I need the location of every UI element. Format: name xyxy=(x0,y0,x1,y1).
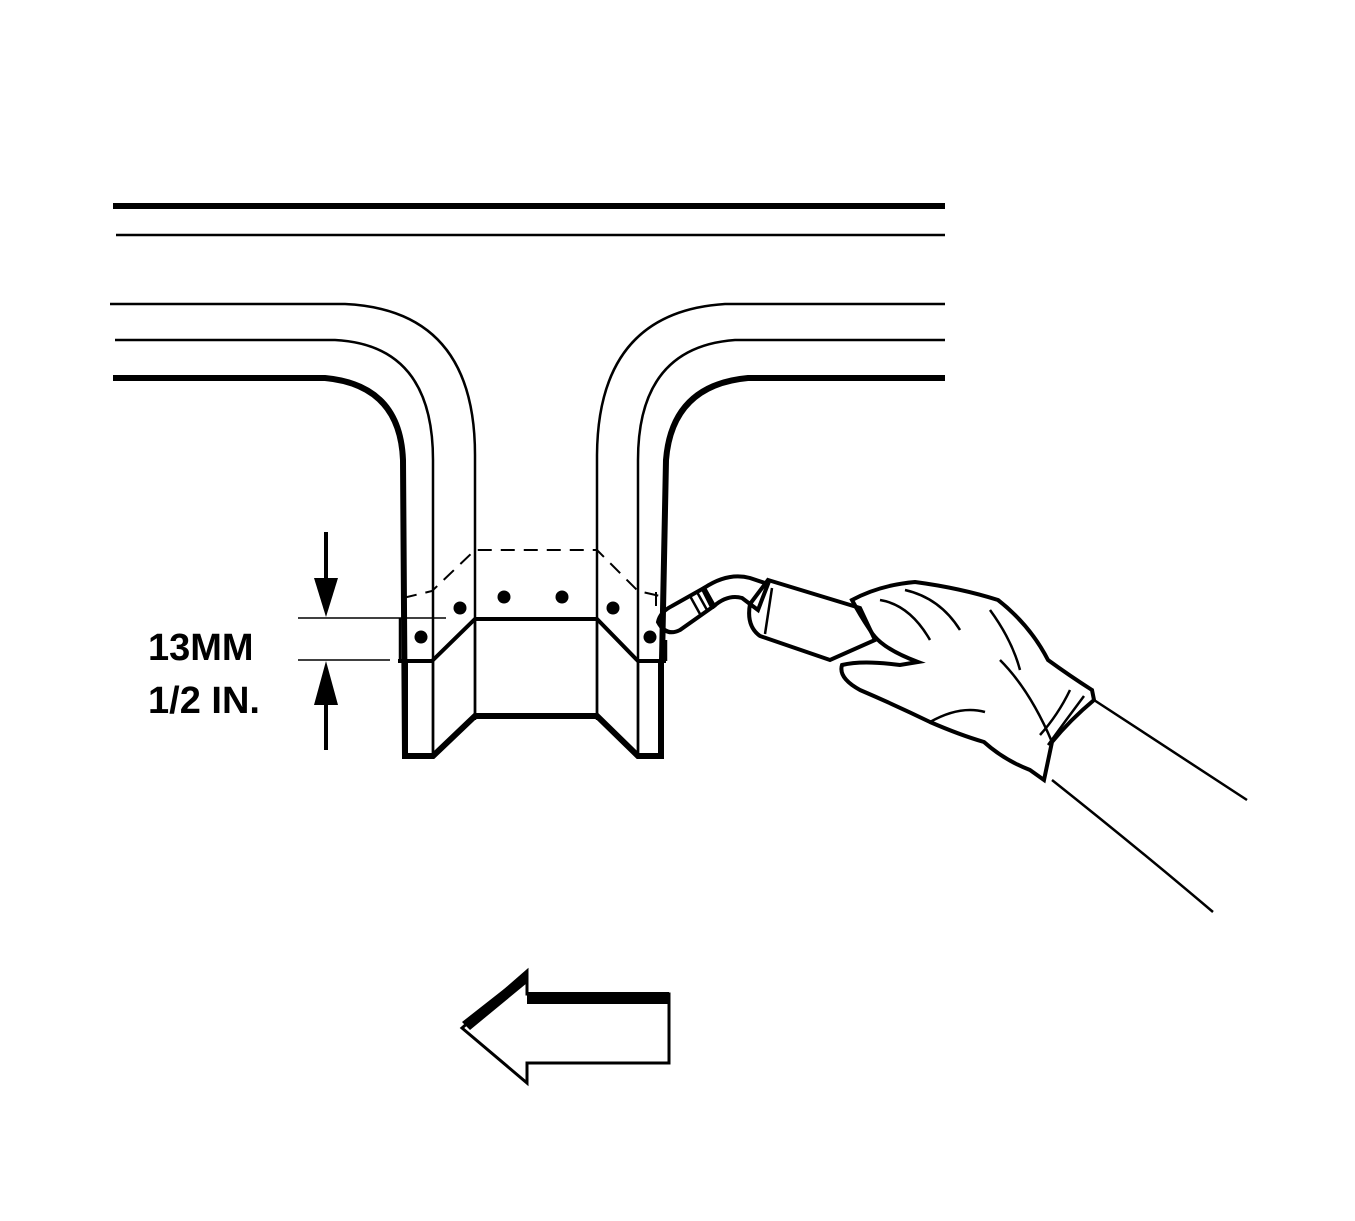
arrow-left-icon xyxy=(459,967,671,1087)
weld-point xyxy=(414,630,428,644)
dimension-indicator xyxy=(298,532,446,750)
dimension-metric: 13MM xyxy=(148,627,254,669)
insert-section xyxy=(398,617,668,759)
weld-point xyxy=(453,601,467,615)
dimension-imperial: 1/2 IN. xyxy=(148,680,260,722)
weld-point xyxy=(643,630,657,644)
arrow-up-icon xyxy=(314,661,338,705)
right-frame-channel xyxy=(595,302,945,756)
hidden-overlap-outline xyxy=(402,549,661,612)
weld-point xyxy=(497,590,511,604)
weld-point xyxy=(555,590,569,604)
gloved-hand-icon xyxy=(839,579,1248,913)
arrow-down-icon xyxy=(314,578,338,617)
upper-rail xyxy=(113,203,945,237)
weld-point xyxy=(606,601,620,615)
plug-welds xyxy=(414,590,657,644)
left-frame-channel xyxy=(110,302,477,757)
welding-torch-icon xyxy=(655,574,878,663)
